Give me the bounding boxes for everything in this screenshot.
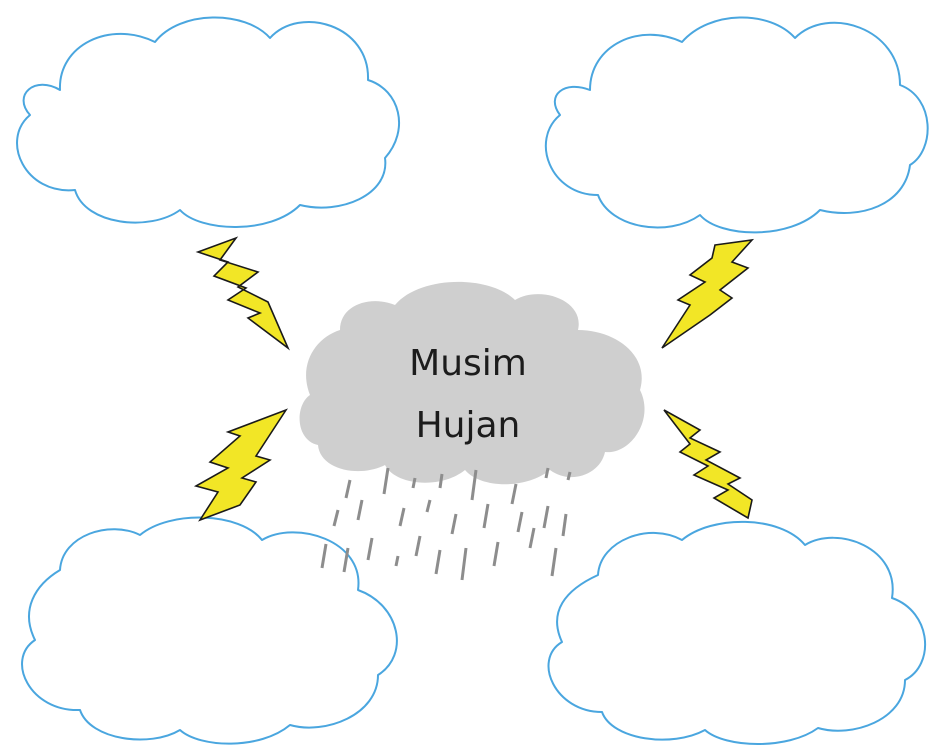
rain-streak: [334, 510, 338, 526]
lightning-bolt-top-left: [198, 238, 288, 348]
cloud-bottom-left: [22, 518, 397, 744]
rain-streak: [512, 484, 516, 504]
rain-drops: [322, 468, 570, 580]
rain-streak: [368, 538, 372, 560]
rain-streak: [346, 480, 350, 498]
lightning-bolt-bottom-right: [664, 410, 752, 518]
rain-streak: [518, 512, 522, 532]
rain-streak: [400, 508, 404, 526]
rain-streak: [544, 506, 548, 528]
rain-streak: [552, 548, 556, 576]
cloud-bottom-right: [549, 522, 926, 744]
rain-streak: [530, 528, 534, 548]
rain-streak: [427, 500, 430, 512]
rain-streak: [563, 514, 566, 536]
rain-streak: [384, 468, 388, 494]
rain-streak: [494, 542, 498, 566]
rain-streak: [416, 536, 420, 556]
rain-streak: [568, 472, 570, 480]
cloud-top-left: [17, 17, 399, 227]
center-topic-line1: Musim: [409, 343, 527, 384]
rain-streak: [358, 500, 362, 520]
cloud-top-right: [546, 17, 928, 232]
rain-streak: [462, 548, 466, 580]
rain-streak: [546, 468, 548, 478]
rain-streak: [413, 478, 415, 488]
rain-streak: [396, 556, 398, 566]
rain-streak: [440, 474, 442, 488]
lightning-bolt-top-right: [662, 240, 752, 348]
rain-streak: [484, 504, 488, 528]
rain-streak: [436, 550, 440, 574]
lightning-bolt-bottom-left: [196, 410, 286, 520]
rain-streak: [452, 514, 456, 534]
center-topic-line2: Hujan: [416, 405, 521, 446]
